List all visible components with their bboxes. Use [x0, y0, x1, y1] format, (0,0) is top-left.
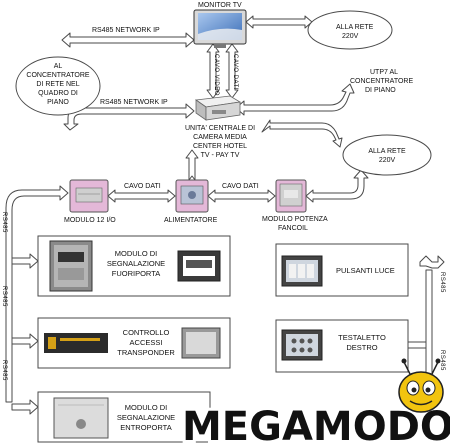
- unita-alim-arrow: [185, 149, 199, 185]
- label-cavo-video: CAVO VIDEO: [213, 54, 219, 96]
- power-mid-arrow: [261, 119, 343, 148]
- alla-rete-top-ellipse: [307, 10, 393, 50]
- rs485-left-bus: [5, 185, 69, 403]
- watermark-text: MEGAMODO: [182, 404, 450, 445]
- label-alla-rete-top-1: ALLA RETE: [336, 24, 374, 31]
- modulo-potenza-icon: [275, 179, 307, 213]
- label-rs485-left-2: RS485: [1, 286, 7, 307]
- utp7-arrow: [235, 83, 355, 116]
- branch-entroporta: [11, 399, 39, 415]
- label-pulsanti-luce: PULSANTI LUCE: [336, 266, 395, 275]
- power-top-arrow: [245, 15, 313, 29]
- label-rs485-top: RS485 NETWORK IP: [92, 27, 160, 34]
- label-controllo-3: TRANSPONDER: [117, 348, 175, 357]
- cavo-video-arrow: [206, 43, 220, 99]
- label-utp7-1: UTP7 AL: [370, 69, 398, 76]
- alla-rete-mid-ellipse: [342, 134, 432, 176]
- label-unita-2: CAMERA MEDIA: [193, 134, 247, 141]
- branch-fuoriporta: [11, 253, 39, 269]
- label-utp7-2: CONCENTRATORE: [350, 78, 413, 85]
- label-alla-rete-mid-2: 220V: [379, 157, 396, 164]
- watermark-outline: MEGAMODO: [182, 404, 450, 445]
- fuoriporta-display-icon: [177, 250, 221, 282]
- right-feed-arrow: [305, 169, 369, 203]
- label-cavo-dati-1: CAVO DATI: [124, 183, 161, 190]
- label-concentratore-2: CONCENTRATORE: [26, 72, 89, 79]
- label-unita-1: UNITA' CENTRALE DI: [185, 125, 255, 132]
- label-concentratore-1: AL: [54, 63, 63, 70]
- label-concentratore-5: PIANO: [47, 99, 69, 106]
- label-concentratore-3: DI RETE NEL: [36, 81, 79, 88]
- label-unita-3: CENTER HOTEL: [193, 143, 247, 150]
- label-controllo-2: ACCESSI: [130, 338, 163, 347]
- label-rs485-right-1: RS485: [439, 272, 445, 293]
- cavo-dati-vert-arrow: [225, 43, 239, 99]
- fuoriporta-panel-icon: [49, 240, 93, 292]
- label-unita-4: TV - PAY TV: [201, 152, 240, 159]
- label-modulo-potenza-1: MODULO POTENZA: [262, 216, 328, 223]
- rs485-mid-arrow: [63, 103, 195, 131]
- testaletto-icon: [281, 329, 323, 361]
- cavo-dati-left-arrow: [107, 189, 176, 203]
- label-modulo-potenza-2: FANCOIL: [278, 225, 308, 232]
- label-entroporta-2: SEGNALAZIONE: [117, 413, 175, 422]
- label-fuoriporta-1: MODULO DI: [115, 249, 158, 258]
- megamodo-watermark: MEGAMODO MEGAMODO: [179, 401, 450, 445]
- label-alla-rete-top-2: 220V: [342, 33, 359, 40]
- label-cavo-dati-2: CAVO DATI: [222, 183, 259, 190]
- label-cavo-dati-vert: CAVO DATI: [232, 54, 238, 90]
- branch-pulsanti: [419, 255, 445, 269]
- label-alimentatore: ALIMENTATORE: [164, 217, 218, 224]
- label-rs485-left-1: RS485: [1, 212, 7, 233]
- megamodo-mascot-icon: [398, 358, 444, 413]
- label-entroporta-1: MODULO DI: [125, 403, 168, 412]
- alimentatore-icon: [175, 179, 209, 213]
- controllo-panel-icon: [181, 327, 221, 359]
- entroporta-panel-icon: [53, 397, 109, 439]
- label-controllo-1: CONTROLLO: [123, 328, 170, 337]
- label-fuoriporta-2: SEGNALAZIONE: [107, 259, 165, 268]
- label-monitor-tv: MONITOR TV: [198, 2, 242, 9]
- monitor-tv-icon: [193, 9, 247, 48]
- label-utp7-3: DI PIANO: [365, 87, 396, 94]
- label-fuoriporta-3: FUORIPORTA: [112, 269, 160, 278]
- branch-controllo: [11, 333, 39, 349]
- pulsanti-luce-icon: [281, 255, 323, 287]
- unita-centrale-icon: [194, 95, 242, 121]
- label-alla-rete-mid-1: ALLA RETE: [368, 148, 406, 155]
- label-testaletto-1: TESTALETTO: [338, 333, 386, 342]
- label-testaletto-2: DESTRO: [346, 343, 377, 352]
- label-modulo-12io: MODULO 12 I/O: [64, 217, 116, 224]
- transponder-icon: [44, 333, 108, 353]
- label-rs485-left-3: RS485: [1, 360, 7, 381]
- modulo-12io-icon: [69, 179, 109, 213]
- label-rs485-mid: RS485 NETWORK IP: [100, 99, 168, 106]
- cavo-dati-right-arrow: [207, 189, 276, 203]
- concentratore-left-ellipse: [15, 56, 101, 116]
- rs485-top-arrow: [61, 32, 195, 48]
- label-entroporta-3: ENTROPORTA: [120, 423, 171, 432]
- label-concentratore-4: QUADRO DI: [38, 90, 78, 97]
- label-rs485-right-2: RS485: [439, 350, 445, 371]
